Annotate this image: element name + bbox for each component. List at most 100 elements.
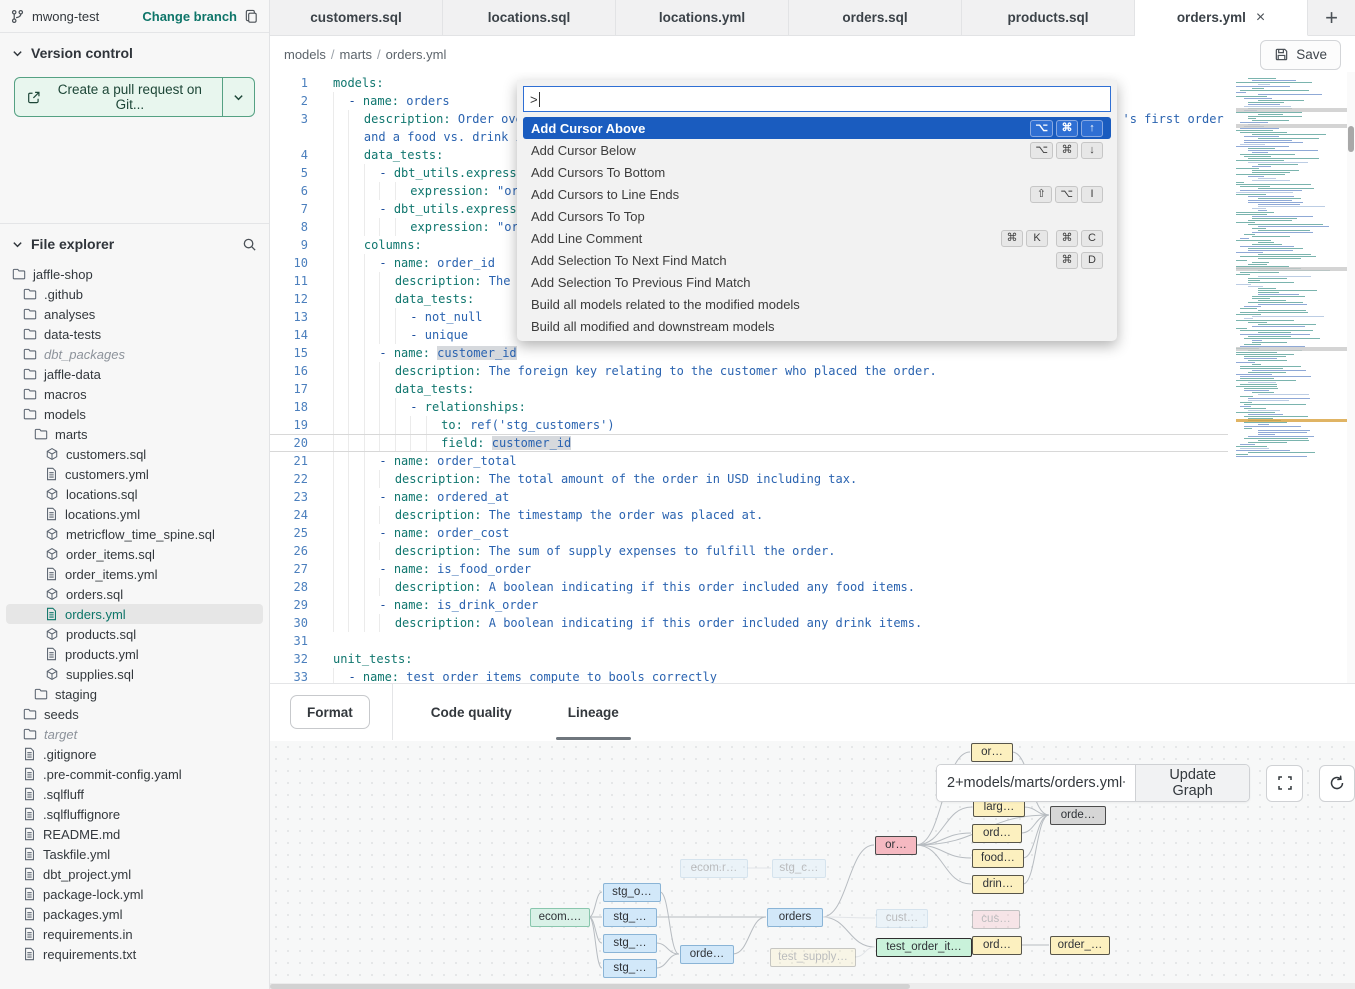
- code-line-9[interactable]: 9 columns:: [270, 236, 1228, 254]
- tree-item-orders.sql[interactable]: orders.sql: [6, 584, 263, 604]
- lineage-node-orde_gray[interactable]: orde…: [1050, 806, 1106, 825]
- tree-item-order_items.yml[interactable]: order_items.yml: [6, 564, 263, 584]
- code-line-6[interactable]: 6 expression: "or: [270, 182, 1228, 200]
- lineage-node-stg_c[interactable]: stg_c…: [772, 859, 826, 878]
- tree-item-macros[interactable]: macros: [6, 384, 263, 404]
- command-item[interactable]: Build all modified and downstream models: [523, 315, 1111, 337]
- lineage-node-stg2[interactable]: stg_…: [603, 934, 657, 953]
- lineage-horizontal-scrollbar[interactable]: [270, 983, 1355, 989]
- tree-item-.sqlfluff[interactable]: .sqlfluff: [6, 784, 263, 804]
- tree-item-customers.sql[interactable]: customers.sql: [6, 444, 263, 464]
- minimap[interactable]: [1236, 78, 1347, 474]
- tree-item-metricflow_time_spine.sql[interactable]: metricflow_time_spine.sql: [6, 524, 263, 544]
- command-item[interactable]: Add Selection To Previous Find Match: [523, 271, 1111, 293]
- lineage-node-ord_y2[interactable]: ord…: [972, 936, 1022, 955]
- code-line-33[interactable]: 33 - name: test_order_items_compute_to_b…: [270, 668, 1228, 683]
- command-item[interactable]: Build all models related to the modified…: [523, 293, 1111, 315]
- command-item[interactable]: Add Cursor Above⌥⌘↑: [523, 117, 1111, 139]
- tree-item-.pre-commit-config.yaml[interactable]: .pre-commit-config.yaml: [6, 764, 263, 784]
- tab-orders.sql[interactable]: orders.sql: [789, 0, 962, 35]
- tree-item-locations.sql[interactable]: locations.sql: [6, 484, 263, 504]
- editor-vertical-scrollbar[interactable]: [1347, 72, 1355, 683]
- lineage-node-order_y3[interactable]: order_…: [1050, 936, 1110, 955]
- code-line-30[interactable]: 30 description: A boolean indicating if …: [270, 614, 1228, 632]
- tree-item-requirements.txt[interactable]: requirements.txt: [6, 944, 263, 964]
- tree-item-models[interactable]: models: [6, 404, 263, 424]
- lineage-node-stg3[interactable]: stg_…: [603, 959, 657, 978]
- code-line-4[interactable]: 4 data_tests:: [270, 146, 1228, 164]
- code-line-26[interactable]: 26 description: The sum of supply expens…: [270, 542, 1228, 560]
- lineage-node-drin[interactable]: drin…: [972, 875, 1024, 894]
- lineage-node-orde_mid[interactable]: orde…: [680, 945, 734, 964]
- tree-item-dbt_packages[interactable]: dbt_packages: [6, 344, 263, 364]
- code-line-wrap[interactable]: and a food vs. drink i: [270, 128, 1228, 146]
- tree-item-package-lock.yml[interactable]: package-lock.yml: [6, 884, 263, 904]
- code-line-15[interactable]: 15 - name: customer_id: [270, 344, 1228, 362]
- lineage-node-orders[interactable]: orders: [767, 908, 823, 927]
- lineage-node-ecom_r[interactable]: ecom.r…: [680, 859, 748, 878]
- tree-item-products.sql[interactable]: products.sql: [6, 624, 263, 644]
- command-item[interactable]: Add Cursors to Line Ends⇧⌥I: [523, 183, 1111, 205]
- panel-tab-lineage[interactable]: Lineage: [550, 684, 637, 740]
- version-control-header[interactable]: Version control: [0, 33, 269, 69]
- code-line-3[interactable]: 3 description: Order ove 's first order: [270, 110, 1228, 128]
- tree-item-orders.yml[interactable]: orders.yml: [6, 604, 263, 624]
- tree-item-seeds[interactable]: seeds: [6, 704, 263, 724]
- code-line-2[interactable]: 2 - name: orders: [270, 92, 1228, 110]
- code-line-28[interactable]: 28 description: A boolean indicating if …: [270, 578, 1228, 596]
- code-line-24[interactable]: 24 description: The timestamp the order …: [270, 506, 1228, 524]
- format-button[interactable]: Format: [290, 695, 370, 729]
- tree-item-.sqlfluffignore[interactable]: .sqlfluffignore: [6, 804, 263, 824]
- tree-item-dbt_project.yml[interactable]: dbt_project.yml: [6, 864, 263, 884]
- command-item[interactable]: Add Line Comment⌘K⌘C: [523, 227, 1111, 249]
- lineage-node-ord_y1[interactable]: ord…: [972, 824, 1022, 843]
- tree-item-requirements.in[interactable]: requirements.in: [6, 924, 263, 944]
- breadcrumb-item[interactable]: marts: [339, 47, 373, 62]
- tree-item-README.md[interactable]: README.md: [6, 824, 263, 844]
- code-line-22[interactable]: 22 description: The total amount of the …: [270, 470, 1228, 488]
- code-line-23[interactable]: 23 - name: ordered_at: [270, 488, 1228, 506]
- breadcrumb-item[interactable]: models: [284, 47, 326, 62]
- tree-item-target[interactable]: target: [6, 724, 263, 744]
- code-line-25[interactable]: 25 - name: order_cost: [270, 524, 1228, 542]
- tab-products.sql[interactable]: products.sql: [962, 0, 1135, 35]
- panel-tab-code-quality[interactable]: Code quality: [430, 704, 512, 720]
- tab-locations.yml[interactable]: locations.yml: [616, 0, 789, 35]
- lineage-node-or_top[interactable]: or…: [971, 743, 1013, 762]
- tree-item-staging[interactable]: staging: [6, 684, 263, 704]
- code-line-11[interactable]: 11 description: The u: [270, 272, 1228, 290]
- copy-branch-icon[interactable]: [244, 9, 259, 24]
- tab-customers.sql[interactable]: customers.sql: [270, 0, 443, 35]
- lineage-selector-input[interactable]: [937, 765, 1135, 801]
- tree-item-order_items.sql[interactable]: order_items.sql: [6, 544, 263, 564]
- code-line-17[interactable]: 17 data_tests:: [270, 380, 1228, 398]
- tree-item-.gitignore[interactable]: .gitignore: [6, 744, 263, 764]
- lineage-node-cus_f[interactable]: cus…: [972, 910, 1020, 929]
- tree-item-customers.yml[interactable]: customers.yml: [6, 464, 263, 484]
- file-explorer-header[interactable]: File explorer: [0, 224, 269, 260]
- code-line-20[interactable]: 20 field: customer_id: [270, 434, 1228, 452]
- refresh-button[interactable]: [1318, 764, 1355, 802]
- lineage-node-food[interactable]: food…: [972, 849, 1024, 868]
- update-graph-button[interactable]: Update Graph: [1135, 765, 1250, 801]
- lineage-node-stg_o[interactable]: stg_o…: [603, 883, 661, 902]
- breadcrumb-item[interactable]: orders.yml: [385, 47, 447, 62]
- tree-item-jaffle-data[interactable]: jaffle-data: [6, 364, 263, 384]
- lineage-node-or_pink[interactable]: or…: [875, 836, 917, 855]
- code-line-21[interactable]: 21 - name: order_total: [270, 452, 1228, 470]
- command-item[interactable]: Add Cursors To Top: [523, 205, 1111, 227]
- tree-item-locations.yml[interactable]: locations.yml: [6, 504, 263, 524]
- tree-item-marts[interactable]: marts: [6, 424, 263, 444]
- code-line-19[interactable]: 19 to: ref('stg_customers'): [270, 416, 1228, 434]
- tree-item-jaffle-shop[interactable]: jaffle-shop: [6, 264, 263, 284]
- tree-item-analyses[interactable]: analyses: [6, 304, 263, 324]
- code-line-12[interactable]: 12 data_tests:: [270, 290, 1228, 308]
- lineage-node-stg1[interactable]: stg_…: [603, 908, 657, 927]
- command-item[interactable]: Add Cursor Below⌥⌘↓: [523, 139, 1111, 161]
- tab-locations.sql[interactable]: locations.sql: [443, 0, 616, 35]
- code-line-10[interactable]: 10 - name: order_id: [270, 254, 1228, 272]
- code-line-31[interactable]: 31: [270, 632, 1228, 650]
- command-item[interactable]: Add Cursors To Bottom: [523, 161, 1111, 183]
